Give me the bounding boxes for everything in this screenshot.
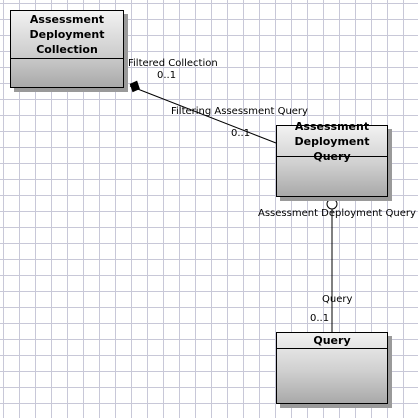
interface-circle-icon — [326, 198, 338, 210]
class-assessment-deployment-query[interactable]: Assessment Deployment Query — [276, 120, 388, 197]
multiplicity-label-collection: 0..1 — [157, 70, 177, 81]
role-label-query: Query — [322, 294, 353, 305]
class-query[interactable]: Query — [276, 332, 388, 404]
role-label-assessment-deployment-query: Assessment Deployment Query — [258, 208, 416, 219]
class-name: Assessment Deployment Collection — [11, 11, 123, 59]
class-name: Assessment Deployment Query — [277, 120, 387, 163]
role-label-filtering-query: Filtering Assessment Query — [171, 106, 308, 117]
association-line-filtered[interactable] — [129, 85, 277, 144]
class-assessment-deployment-collection[interactable]: Assessment Deployment Collection — [10, 10, 124, 88]
multiplicity-label-query: 0..1 — [310, 313, 330, 324]
composition-diamond-icon — [129, 80, 140, 93]
multiplicity-label-query-class: 0..1 — [231, 128, 251, 139]
class-name: Query — [277, 333, 387, 349]
role-label-filtered-collection: Filtered Collection — [128, 58, 218, 69]
